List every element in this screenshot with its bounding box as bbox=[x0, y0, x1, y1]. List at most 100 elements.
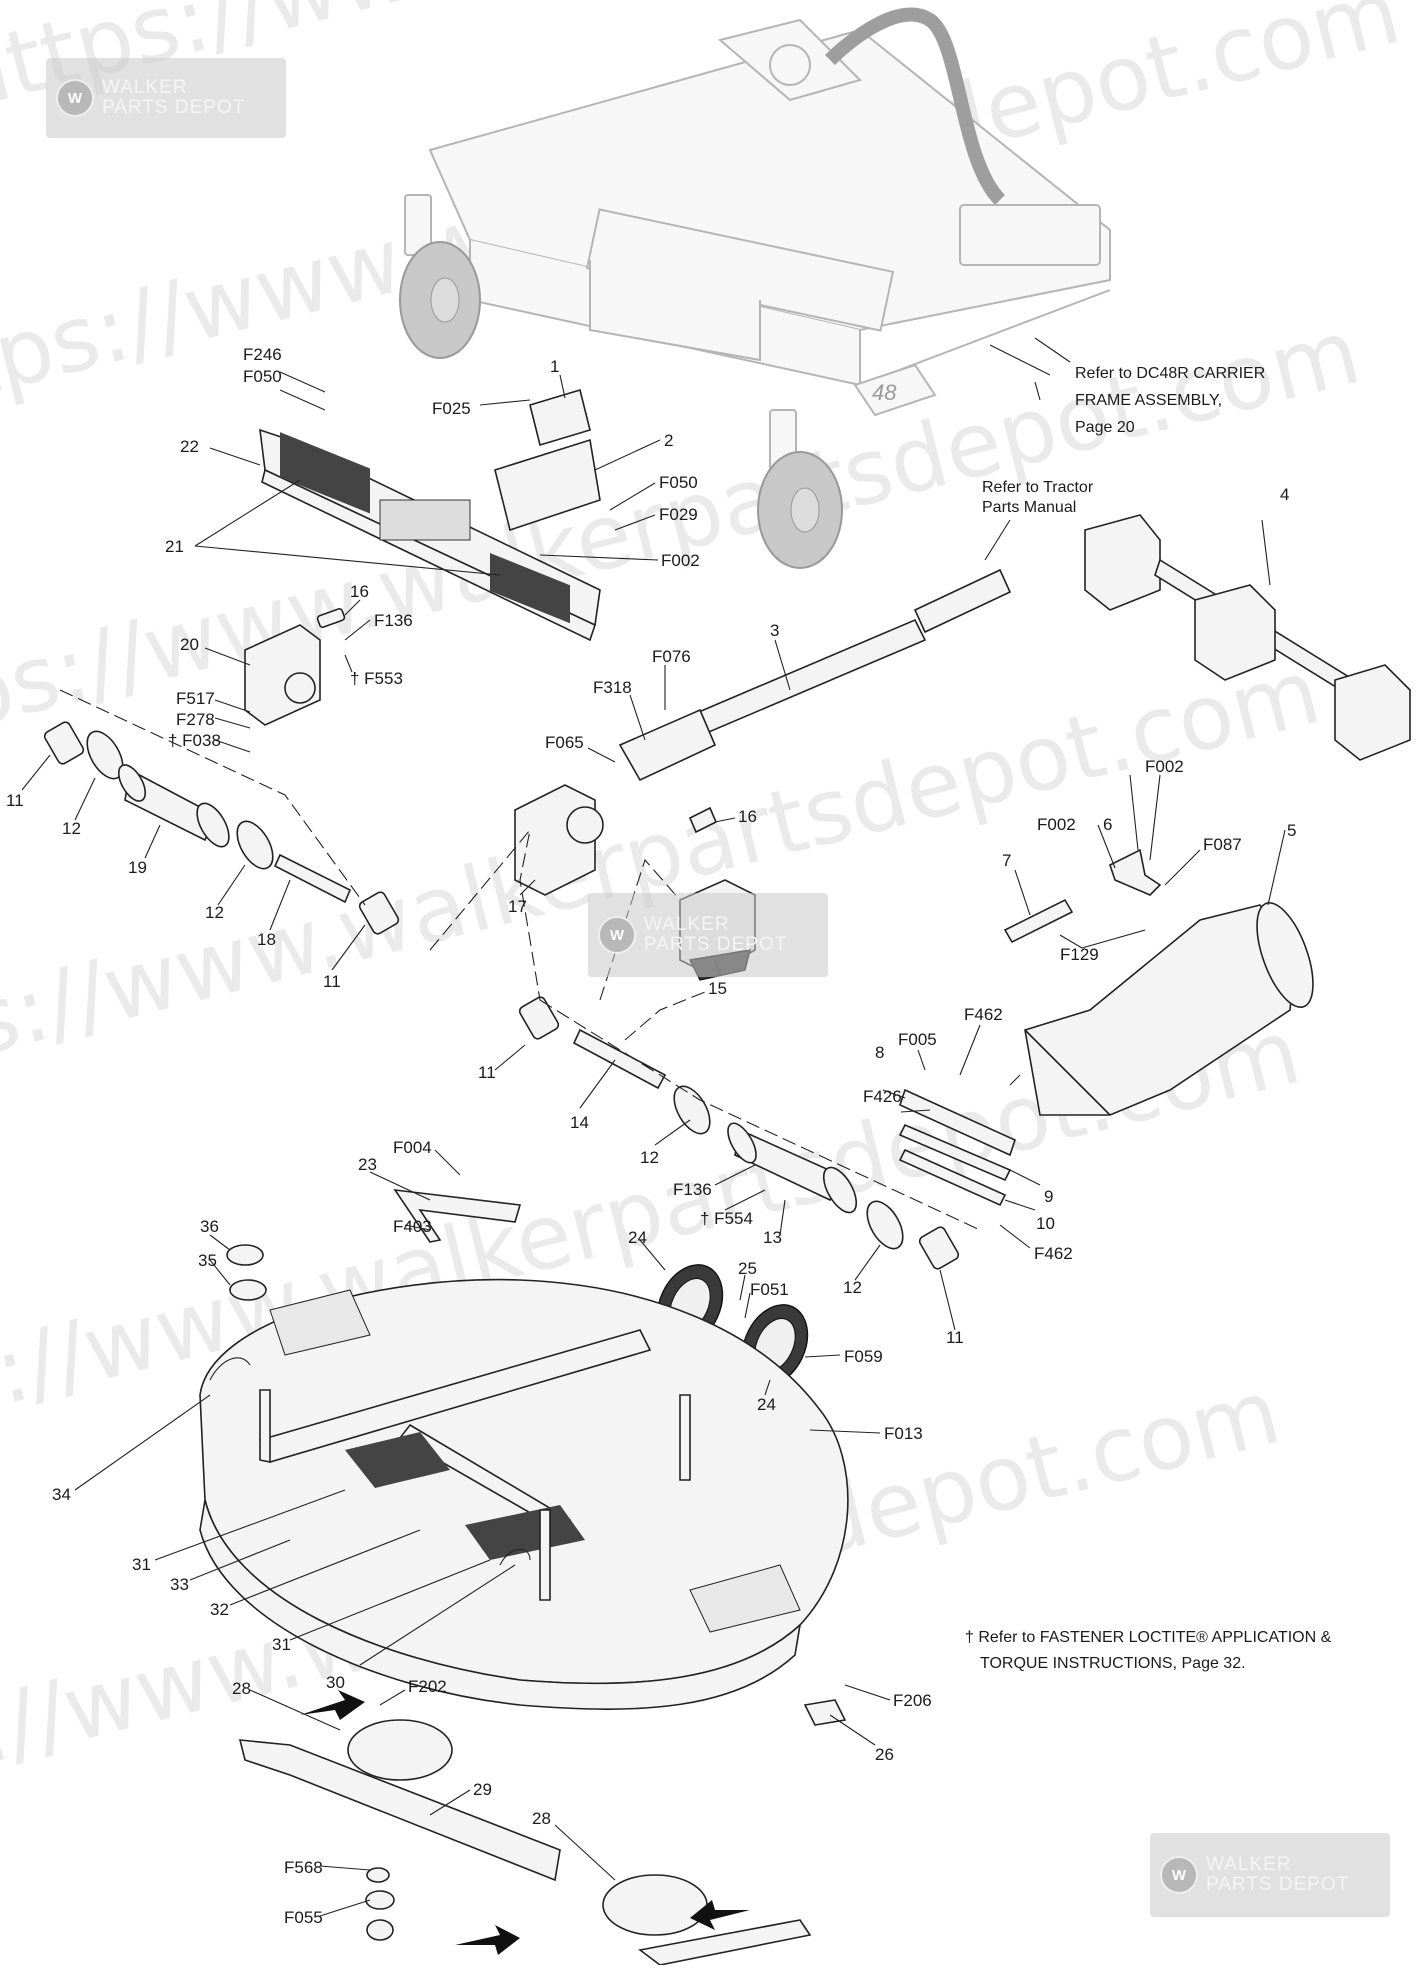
shaft-14 bbox=[572, 1028, 667, 1090]
callout-label: 12 bbox=[640, 1148, 659, 1167]
walker-logo-icon: W bbox=[598, 916, 636, 954]
callout-label: 28 bbox=[532, 1809, 551, 1828]
washer-36 bbox=[226, 1244, 264, 1266]
callout-label: 21 bbox=[165, 537, 184, 556]
callout-label: 14 bbox=[570, 1113, 589, 1132]
callout-label: 11 bbox=[6, 791, 24, 810]
callout-label: F568 bbox=[284, 1858, 323, 1877]
callout-label: F076 bbox=[652, 647, 691, 666]
note-carrier-frame-line: Refer to DC48R CARRIER bbox=[1075, 365, 1265, 382]
blade-29b bbox=[638, 1919, 812, 1966]
callout-label: 16 bbox=[350, 582, 369, 601]
callout-label: F004 bbox=[393, 1138, 432, 1157]
callout-label: 7 bbox=[1002, 851, 1011, 870]
frame-size-badge: 48 bbox=[872, 380, 897, 405]
shield-12b bbox=[236, 820, 274, 870]
callout-label: † F553 bbox=[350, 669, 403, 688]
callout-label: F136 bbox=[374, 611, 413, 630]
callout-label: 8 bbox=[875, 1043, 884, 1062]
callout-label: F050 bbox=[659, 473, 698, 492]
callout-label: 22 bbox=[180, 437, 199, 456]
badge-line-2: PARTS DEPOT bbox=[102, 97, 246, 118]
callout-label: F050 bbox=[243, 367, 282, 386]
gearbox-assembly-4 bbox=[1084, 514, 1161, 611]
shield-12d bbox=[866, 1200, 904, 1250]
callout-label: 25 bbox=[738, 1259, 757, 1278]
coupler-11c bbox=[518, 996, 560, 1040]
callout-label: F055 bbox=[284, 1908, 323, 1927]
callout-label: 28 bbox=[232, 1679, 251, 1698]
callout-label: 13 bbox=[763, 1228, 782, 1247]
callout-label: F278 bbox=[176, 710, 215, 729]
badge-line-2: PARTS DEPOT bbox=[1206, 1874, 1350, 1895]
callout-label: 18 bbox=[257, 930, 276, 949]
callout-label: 24 bbox=[628, 1228, 647, 1247]
note-loctite-line: TORQUE INSTRUCTIONS, Page 32. bbox=[980, 1655, 1246, 1672]
callout-label: 9 bbox=[1044, 1187, 1053, 1206]
reference-notes: Refer to DC48R CARRIER FRAME ASSEMBLY, P… bbox=[965, 337, 1332, 1672]
callout-label: F051 bbox=[750, 1280, 789, 1299]
callout-label: 4 bbox=[1280, 485, 1289, 504]
key-16 bbox=[316, 607, 346, 629]
callout-label: F025 bbox=[432, 399, 471, 418]
washer-35 bbox=[229, 1279, 267, 1301]
callout-label: 20 bbox=[180, 635, 199, 654]
callout-label: F087 bbox=[1203, 835, 1242, 854]
callout-label: 29 bbox=[473, 1780, 492, 1799]
driveshaft-3 bbox=[678, 618, 927, 742]
shield-2 bbox=[494, 438, 601, 532]
callout-label: F129 bbox=[1060, 945, 1099, 964]
note-tractor-line: Refer to Tractor bbox=[982, 479, 1094, 496]
callout-label: 11 bbox=[946, 1328, 964, 1347]
callout-label: F202 bbox=[408, 1677, 447, 1696]
callout-label: 12 bbox=[205, 903, 224, 922]
callout-label: F426 bbox=[863, 1087, 902, 1106]
callout-label: F462 bbox=[964, 1005, 1003, 1024]
callout-label: 26 bbox=[875, 1745, 894, 1764]
callout-label: 15 bbox=[708, 979, 727, 998]
watermark-badge: W WALKER PARTS DEPOT bbox=[46, 58, 286, 138]
callout-label: F318 bbox=[593, 678, 632, 697]
parts-layer bbox=[43, 388, 1411, 1966]
callout-label: F065 bbox=[545, 733, 584, 752]
callout-label: F013 bbox=[884, 1424, 923, 1443]
coupler-11a bbox=[43, 721, 85, 765]
callout-label: 10 bbox=[1036, 1214, 1055, 1233]
watermark-badge: W WALKER PARTS DEPOT bbox=[1150, 1833, 1390, 1917]
callout-label: 35 bbox=[198, 1251, 217, 1270]
callout-label: F059 bbox=[844, 1347, 883, 1366]
callout-label: 36 bbox=[200, 1217, 219, 1236]
callout-label: F403 bbox=[393, 1217, 432, 1236]
callout-label: F517 bbox=[176, 689, 215, 708]
cup-28a bbox=[347, 1719, 453, 1781]
note-carrier-frame-line: FRAME ASSEMBLY, bbox=[1075, 392, 1222, 409]
walker-logo-icon: W bbox=[1160, 1856, 1198, 1894]
callout-label: 2 bbox=[664, 431, 673, 450]
callout-label: 5 bbox=[1287, 821, 1296, 840]
blade-29 bbox=[238, 1739, 561, 1882]
callout-label: 1 bbox=[550, 357, 559, 376]
callout-labels: F246 F050 1 F025 22 2 F050 F029 F002 21 … bbox=[6, 345, 1296, 1927]
callout-label: 19 bbox=[128, 858, 147, 877]
watermark-badge: W WALKER PARTS DEPOT bbox=[588, 893, 828, 977]
callout-label: 11 bbox=[478, 1063, 496, 1082]
callout-label: F136 bbox=[673, 1180, 712, 1199]
shaft-18 bbox=[273, 853, 352, 904]
callout-label: 11 bbox=[323, 972, 341, 991]
callout-label: 6 bbox=[1103, 815, 1112, 834]
spring-7 bbox=[1003, 898, 1074, 944]
shield-12a bbox=[86, 730, 124, 780]
callout-label: 16 bbox=[738, 807, 757, 826]
callout-label: 31 bbox=[272, 1635, 291, 1654]
note-tractor-line: Parts Manual bbox=[982, 499, 1076, 516]
shield-1 bbox=[529, 388, 591, 447]
callout-label: F005 bbox=[898, 1030, 937, 1049]
carrier-frame: 48 bbox=[399, 7, 1111, 569]
badge-line-1: WALKER bbox=[1206, 1854, 1292, 1875]
callout-label: 34 bbox=[52, 1485, 71, 1504]
callout-label: 23 bbox=[358, 1155, 377, 1174]
callout-label: † F038 bbox=[168, 731, 221, 750]
coupler-11d bbox=[918, 1226, 960, 1270]
hinge-8 bbox=[899, 1088, 1016, 1157]
